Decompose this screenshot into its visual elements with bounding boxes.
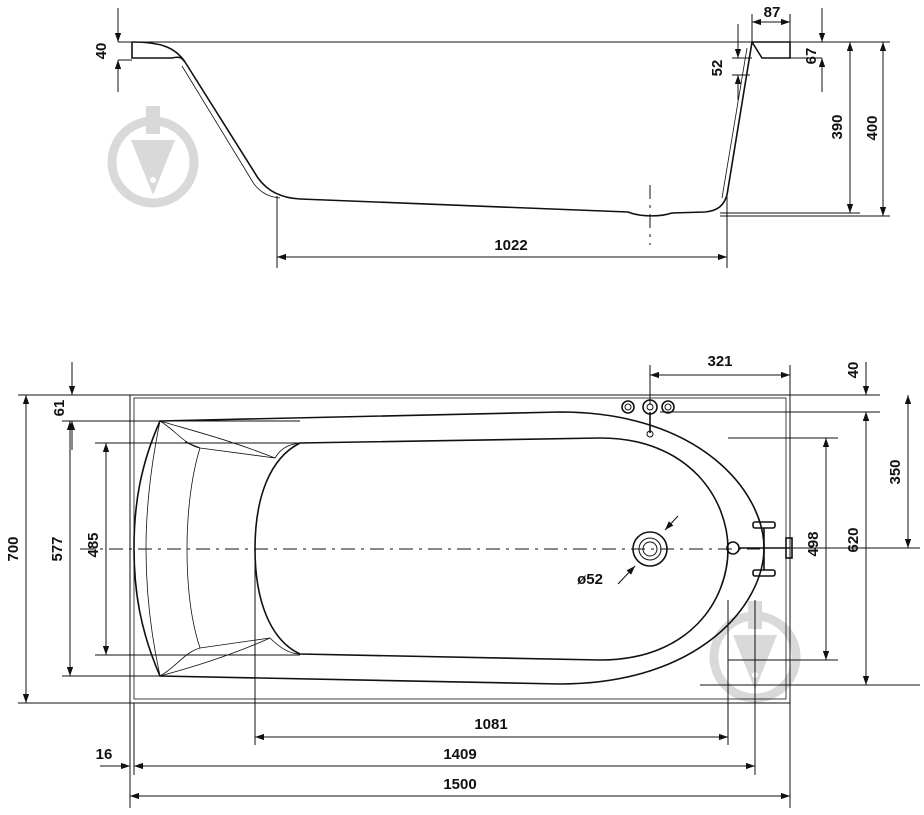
dim-drain-diameter-label: ø52 (577, 571, 603, 588)
plan-view: ø52 321 40 61 (5, 353, 920, 808)
dim-inner-depth-label: 390 (829, 114, 846, 139)
plan-bowl-outline (133, 411, 765, 685)
dim-total-width-label: 700 (5, 536, 22, 561)
side-view: 40 87 52 67 390 400 1022 (93, 4, 890, 268)
dim-plan-bottom-length-label: 1081 (474, 716, 507, 733)
plan-bottom-outline (254, 437, 729, 661)
tap-set-icon (621, 399, 675, 438)
dim-bottom-width-label: 485 (85, 532, 102, 557)
dim-bottom-length-label: 1022 (494, 237, 527, 254)
dim-bottom-width-right-label: 498 (805, 531, 822, 556)
side-left-rim-lip (131, 41, 186, 63)
dim-tap-rim-label: 40 (845, 362, 862, 379)
dim-inner-length-label: 1409 (443, 746, 476, 763)
dim-rim-thickness-label: 40 (93, 43, 110, 60)
dim-inner-width-right-label: 620 (845, 527, 862, 552)
dim-inner-width-label: 577 (49, 536, 66, 561)
side-left-wall (184, 61, 728, 217)
dim-total-depth-label: 400 (864, 115, 881, 140)
dim-rim-offset-label: 16 (96, 746, 113, 763)
dim-half-width-label: 350 (887, 459, 904, 484)
dim-overflow-height-label: 67 (803, 48, 820, 65)
dim-overflow-drop-label: 52 (709, 60, 726, 77)
watermark-logo-icon (107, 106, 199, 208)
side-right-wall (726, 41, 753, 196)
overflow-fitting-icon (726, 521, 793, 577)
side-right-rim (751, 41, 791, 59)
dim-overflow-offset-label: 87 (764, 4, 781, 21)
dim-rim-inset-label: 61 (51, 400, 68, 417)
dim-total-length-label: 1500 (443, 776, 476, 793)
drain-icon (632, 531, 668, 567)
dim-tap-offset-label: 321 (707, 353, 732, 370)
